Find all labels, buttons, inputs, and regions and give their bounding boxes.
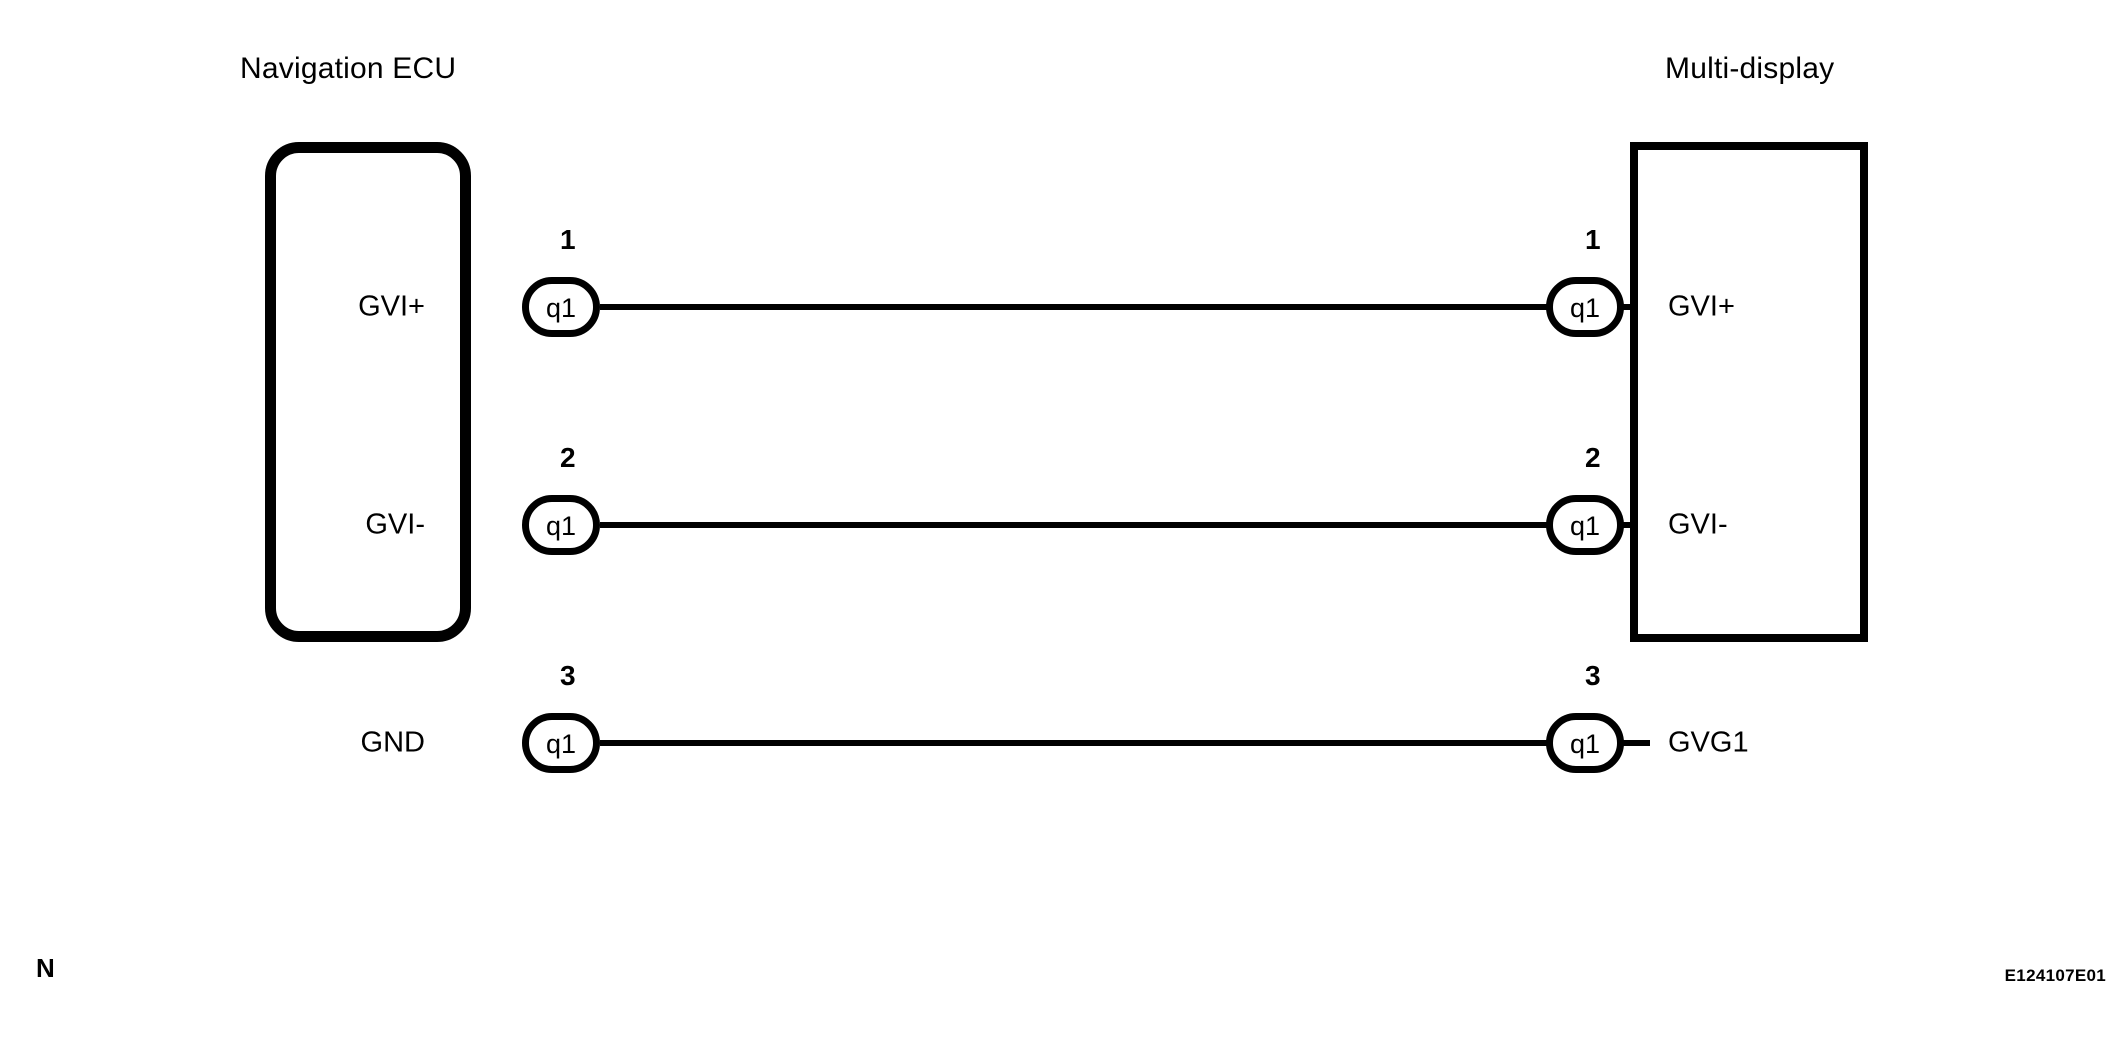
connector-right-pin-2-label: q1 bbox=[1569, 510, 1601, 541]
wire-pin-3 bbox=[600, 740, 1650, 746]
left-signal-label-pin-2: GVI- bbox=[365, 508, 425, 541]
multi-display-box bbox=[1630, 142, 1868, 642]
connector-left-pin-1-label: q1 bbox=[545, 292, 577, 323]
page-mark: N bbox=[36, 953, 55, 983]
connector-left-pin-3-label: q1 bbox=[545, 728, 577, 759]
right-signal-label-pin-1: GVI+ bbox=[1668, 290, 1735, 323]
connector-right-pin-1-label: q1 bbox=[1569, 292, 1601, 323]
right-signal-label-pin-2: GVI- bbox=[1668, 508, 1728, 541]
navigation-ecu-box bbox=[265, 142, 471, 642]
left-signal-label-pin-3: GND bbox=[360, 726, 425, 759]
figure-reference-code: E124107E01 bbox=[2004, 966, 2106, 985]
left-unit-title: Navigation ECU bbox=[240, 52, 457, 85]
connector-right-pin-2[interactable]: q1 bbox=[1546, 495, 1624, 555]
connector-left-pin-1[interactable]: q1 bbox=[522, 277, 600, 337]
pin-number-right-1: 1 bbox=[1585, 224, 1601, 255]
connector-right-pin-1[interactable]: q1 bbox=[1546, 277, 1624, 337]
left-signal-label-pin-1: GVI+ bbox=[358, 290, 425, 323]
pin-number-left-1: 1 bbox=[560, 224, 576, 255]
wire-pin-2 bbox=[600, 522, 1650, 528]
right-signal-label-pin-3: GVG1 bbox=[1668, 726, 1749, 759]
connector-left-pin-2-label: q1 bbox=[545, 510, 577, 541]
pin-number-left-3: 3 bbox=[560, 660, 576, 691]
pin-number-right-2: 2 bbox=[1585, 442, 1601, 473]
connector-left-pin-3[interactable]: q1 bbox=[522, 713, 600, 773]
connector-left-pin-2[interactable]: q1 bbox=[522, 495, 600, 555]
connector-right-pin-3-label: q1 bbox=[1569, 728, 1601, 759]
wire-pin-1 bbox=[600, 304, 1650, 310]
connector-right-pin-3[interactable]: q1 bbox=[1546, 713, 1624, 773]
right-unit-title: Multi-display bbox=[1665, 52, 1835, 85]
pin-number-right-3: 3 bbox=[1585, 660, 1601, 691]
pin-number-left-2: 2 bbox=[560, 442, 576, 473]
